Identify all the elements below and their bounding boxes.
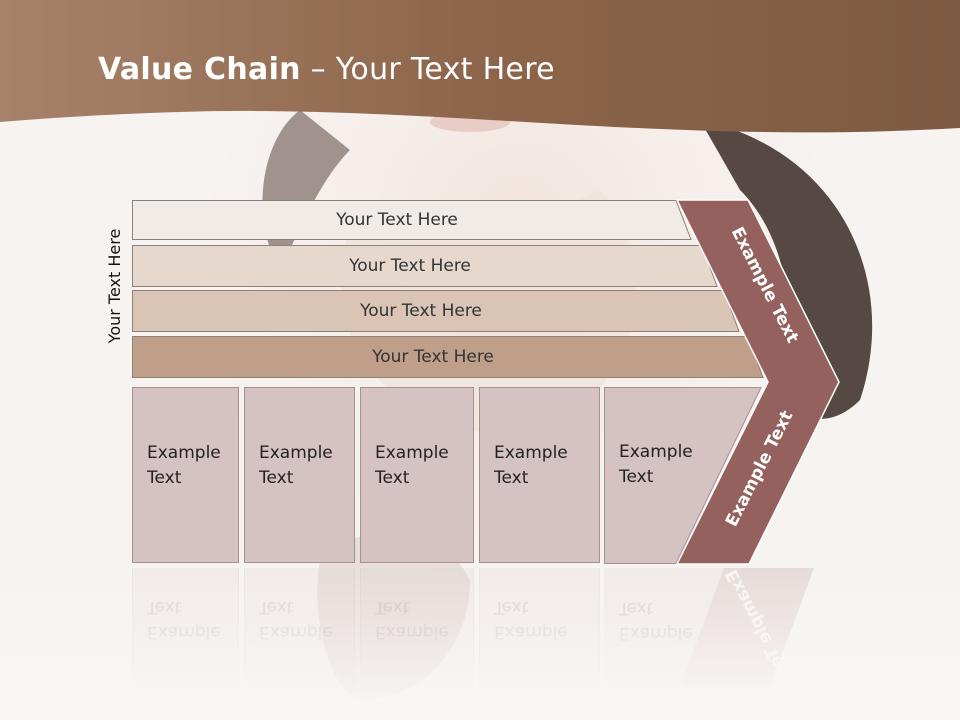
example-box-1: Example Text — [132, 387, 239, 563]
refl-box-2-line1: Example — [259, 622, 333, 642]
bar-4-label: Your Text Here — [372, 347, 494, 367]
box-5-line2: Text — [619, 467, 654, 487]
title-rest: – Your Text Here — [300, 52, 555, 87]
bar-1-label: Your Text Here — [336, 210, 458, 230]
box-4-line2: Text — [494, 468, 529, 488]
refl-box-2-line2: Text — [259, 597, 294, 617]
box-1-line1: Example — [147, 443, 221, 463]
reflection-box-4: Example Text — [479, 568, 600, 698]
chevron-arrow — [676, 199, 840, 565]
box-3-line2: Text — [375, 468, 410, 488]
refl-box-3-line1: Example — [375, 622, 449, 642]
refl-box-4-line2: Text — [494, 597, 529, 617]
header-band — [0, 0, 960, 133]
box-2-line2: Text — [259, 468, 294, 488]
reflection-box-3: Example Text — [360, 568, 474, 698]
side-label: Your Text Here — [105, 228, 124, 344]
reflection-chevron — [676, 568, 831, 698]
example-box-5-shape — [604, 387, 762, 564]
bar-1: Your Text Here — [132, 200, 692, 240]
box-3-line1: Example — [375, 443, 449, 463]
reflection-box-1: Example Text — [132, 568, 239, 698]
bar-3-label: Your Text Here — [360, 301, 482, 321]
example-box-2: Example Text — [244, 387, 355, 563]
bar-3: Your Text Here — [132, 290, 740, 332]
reflection-box-2: Example Text — [244, 568, 355, 698]
box-2-line1: Example — [259, 443, 333, 463]
example-box-3: Example Text — [360, 387, 474, 563]
refl-box-1-line1: Example — [147, 622, 221, 642]
box-1-line2: Text — [147, 468, 182, 488]
example-box-5: Example Text — [604, 387, 704, 563]
refl-box-3-line2: Text — [375, 597, 410, 617]
bar-4: Your Text Here — [132, 336, 764, 378]
title-bold: Value Chain — [98, 52, 301, 87]
refl-box-4-line1: Example — [494, 622, 568, 642]
bar-2: Your Text Here — [132, 245, 718, 287]
box-5-line1: Example — [619, 442, 693, 462]
bar-2-label: Your Text Here — [349, 256, 471, 276]
page-title: Value Chain – Your Text Here — [98, 52, 555, 87]
box-4-line1: Example — [494, 443, 568, 463]
refl-box-1-line2: Text — [147, 597, 182, 617]
reflection-inner: Example Text Example Text Example Text E… — [132, 568, 832, 698]
reflection: Example Text Example Text Example Text E… — [132, 568, 832, 698]
example-box-4: Example Text — [479, 387, 600, 563]
